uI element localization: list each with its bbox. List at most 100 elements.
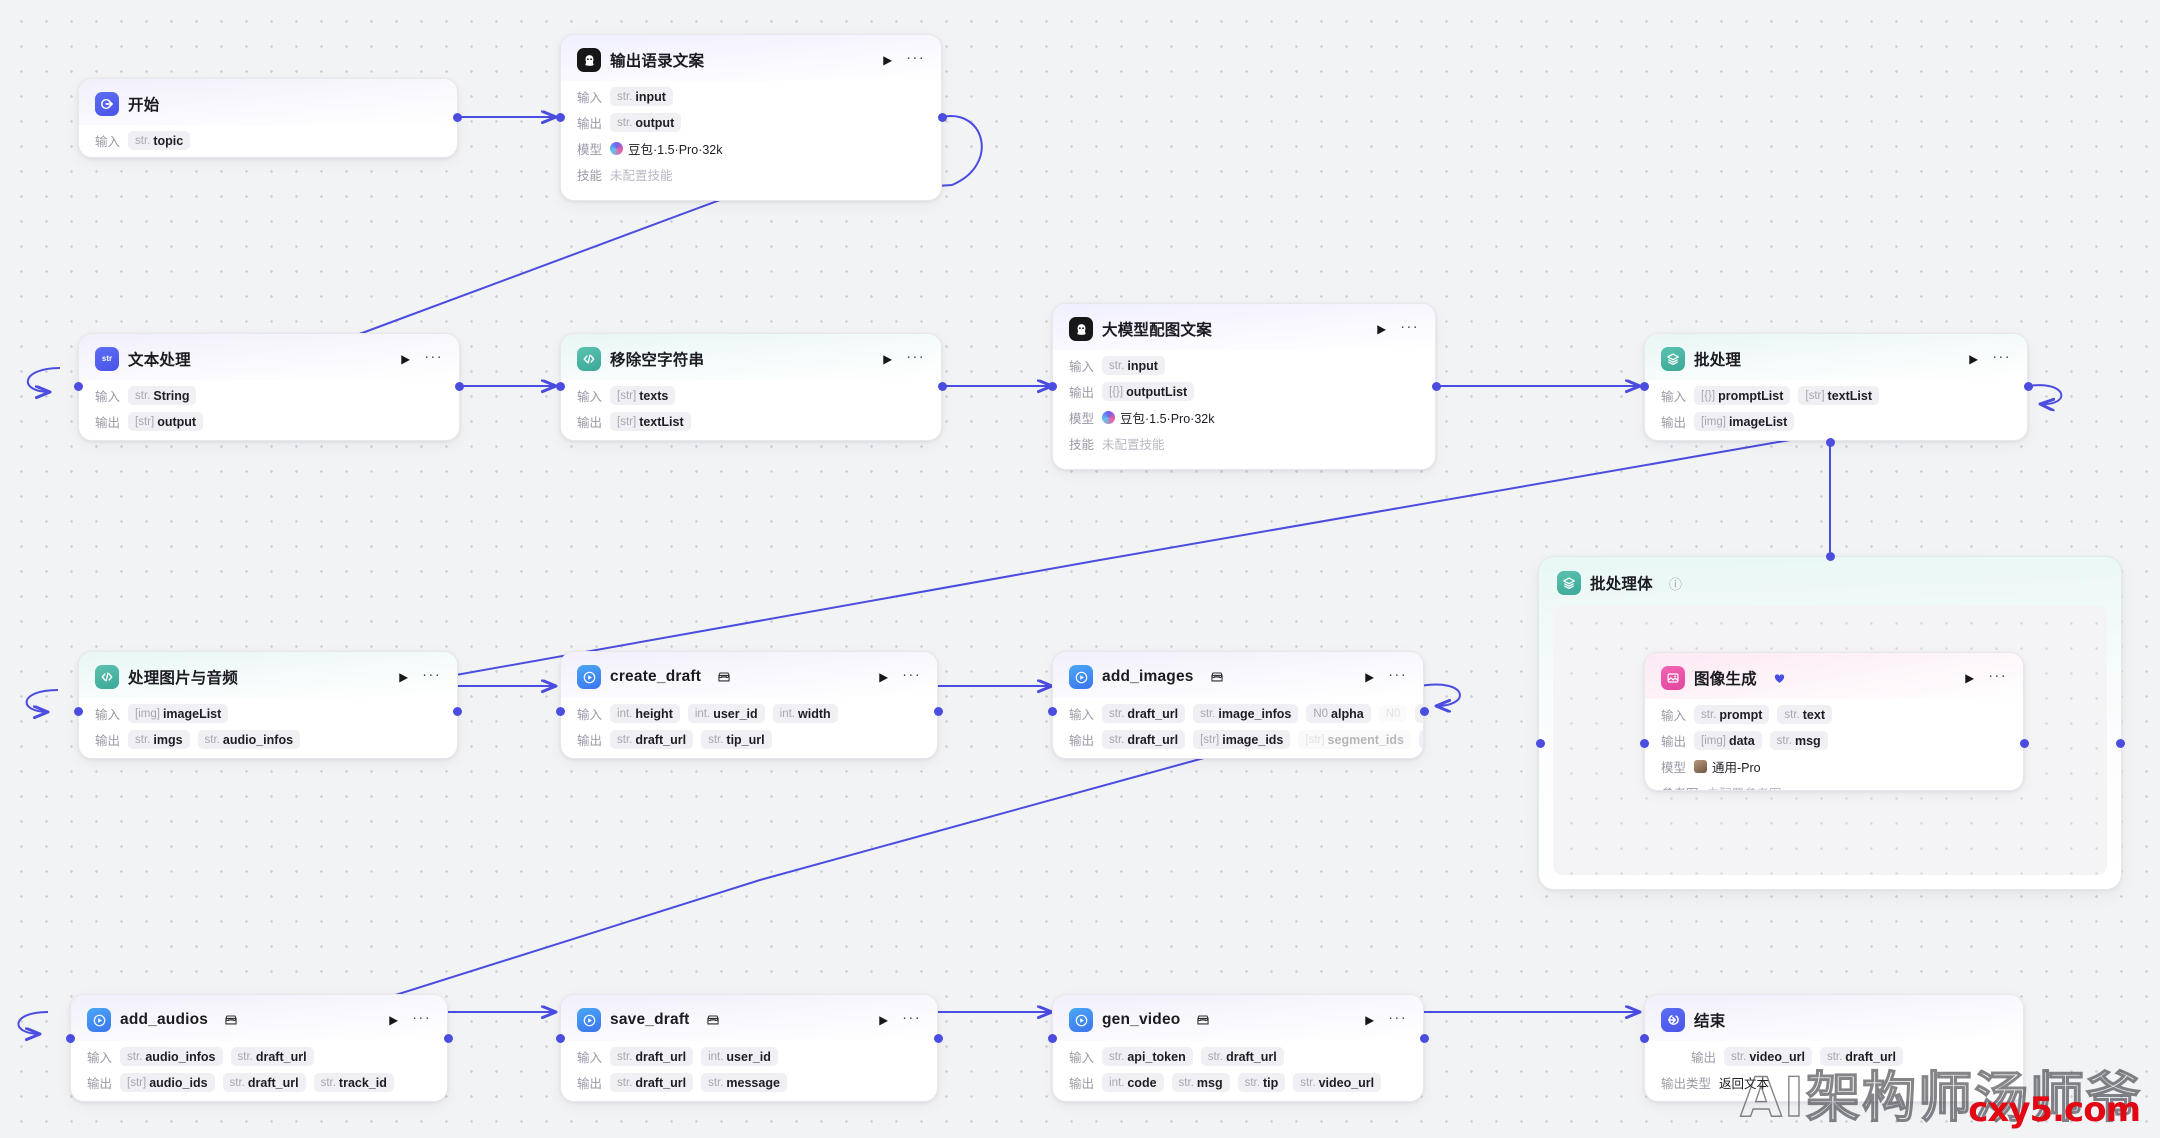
port-in-save-draft[interactable]: [556, 1034, 565, 1043]
port-in-add-images[interactable]: [1048, 707, 1057, 716]
output-type-value[interactable]: 返回文本: [1719, 1077, 1770, 1091]
port-chip[interactable]: [str]image_ids: [1193, 730, 1291, 749]
port-chip[interactable]: str.input: [1102, 356, 1165, 375]
run-icon[interactable]: ▶: [1377, 322, 1386, 336]
port-chip[interactable]: int.user_id: [701, 1047, 778, 1066]
port-chip[interactable]: str.output: [610, 113, 682, 132]
port-out-add-audios[interactable]: [444, 1034, 453, 1043]
node-batch[interactable]: 批处理 ▶ ··· 输入 [{}]promptList [str]textLis…: [1644, 333, 2028, 441]
node-add-audios[interactable]: add_audios ▶ ··· 输入 str.audio_infos str.…: [70, 994, 448, 1102]
port-chip[interactable]: str.prompt: [1694, 705, 1770, 724]
more-options-icon[interactable]: ···: [422, 666, 441, 683]
port-chip[interactable]: [{}]outputList: [1102, 382, 1195, 401]
port-in-batch[interactable]: [1640, 382, 1649, 391]
run-icon[interactable]: ▶: [389, 1013, 398, 1027]
port-in-llm-image-copy[interactable]: [1048, 382, 1057, 391]
port-in-process-img-audio[interactable]: [74, 707, 83, 716]
model-value[interactable]: 通用-Pro: [1694, 757, 1761, 776]
more-options-icon[interactable]: ···: [1388, 1009, 1407, 1026]
port-chip[interactable]: [str]textList: [610, 412, 691, 431]
port-chip[interactable]: int.code: [1102, 1073, 1164, 1092]
node-remove-empty[interactable]: 移除空字符串 ▶ ··· 输入 [str]texts 输出 [str]textL…: [560, 333, 942, 441]
more-options-icon[interactable]: ···: [906, 348, 925, 365]
port-out-create-draft[interactable]: [934, 707, 943, 716]
port-group-in[interactable]: [1536, 739, 1545, 748]
port-chip[interactable]: [str]audio_ids: [120, 1073, 215, 1092]
port-chip[interactable]: int.user_id: [687, 704, 765, 723]
port-chip[interactable]: str.draft_url: [1200, 1047, 1284, 1066]
port-chip[interactable]: str.tip_url: [701, 730, 772, 749]
more-options-icon[interactable]: ···: [902, 1009, 921, 1026]
port-chip[interactable]: [str]output: [128, 412, 204, 431]
port-out-start[interactable]: [453, 113, 462, 122]
port-chip[interactable]: str.topic: [128, 131, 191, 150]
port-in-remove-empty[interactable]: [556, 382, 565, 391]
port-chip[interactable]: str.draft_url: [610, 1047, 694, 1066]
port-chip[interactable]: [img]imageList: [1694, 412, 1795, 431]
port-chip[interactable]: [str]textList: [1798, 386, 1879, 405]
node-quote-copy[interactable]: 输出语录文案 ▶ ··· 输入 str.input 输出 str.output …: [560, 34, 942, 201]
node-process-img-audio[interactable]: 处理图片与音频 ▶ ··· 输入 [img]imageList 输出 str.i…: [78, 651, 458, 759]
heart-icon[interactable]: [1773, 672, 1786, 685]
port-chip[interactable]: str.msg: [1769, 731, 1828, 750]
port-chip[interactable]: str.draft_url: [1102, 730, 1186, 749]
port-out-batch[interactable]: [2024, 382, 2033, 391]
port-chip[interactable]: str.image_infos: [1193, 704, 1299, 723]
port-out-process-img-audio[interactable]: [453, 707, 462, 716]
port-chip-truncated[interactable]: N0: [1378, 705, 1408, 722]
port-chip[interactable]: [{}]promptList: [1694, 386, 1791, 405]
node-image-gen[interactable]: 图像生成 ▶ ··· 输入 str.prompt str.text 输出 [im…: [1644, 652, 2024, 791]
port-chip-truncated[interactable]: [str]segment_ids: [1298, 730, 1411, 749]
port-chip[interactable]: str.audio_infos: [120, 1047, 223, 1066]
port-in-add-audios[interactable]: [66, 1034, 75, 1043]
overflow-indicator[interactable]: ···: [1418, 730, 1423, 749]
port-in-quote-copy[interactable]: [556, 113, 565, 122]
port-out-remove-empty[interactable]: [938, 382, 947, 391]
port-chip[interactable]: str.draft_url: [230, 1047, 314, 1066]
port-chip[interactable]: [img]data: [1694, 731, 1762, 750]
port-chip[interactable]: int.width: [772, 704, 838, 723]
port-chip[interactable]: str.input: [610, 87, 673, 106]
run-icon[interactable]: ▶: [879, 670, 888, 684]
run-icon[interactable]: ▶: [399, 670, 408, 684]
ref-image-value[interactable]: 未配置参考图: [1707, 783, 1782, 790]
more-options-icon[interactable]: ···: [1400, 318, 1419, 335]
node-add-images[interactable]: add_images ▶ ··· 输入 str.draft_url str.im…: [1052, 651, 1424, 759]
port-out-save-draft[interactable]: [934, 1034, 943, 1043]
run-icon[interactable]: ▶: [1969, 352, 1978, 366]
node-text-process[interactable]: str 文本处理 ▶ ··· 输入 str.String 输出 [str]out…: [78, 333, 460, 441]
run-icon[interactable]: ▶: [1965, 671, 1974, 685]
port-out-text-process[interactable]: [455, 382, 464, 391]
port-chip[interactable]: str.api_token: [1102, 1047, 1193, 1066]
skill-value[interactable]: 未配置技能: [610, 169, 673, 183]
port-out-add-images[interactable]: [1420, 707, 1429, 716]
port-chip[interactable]: [str]texts: [610, 386, 676, 405]
run-icon[interactable]: ▶: [401, 352, 410, 366]
node-gen-video[interactable]: gen_video ▶ ··· 输入 str.api_token str.dra…: [1052, 994, 1424, 1102]
run-icon[interactable]: ▶: [1365, 670, 1374, 684]
port-chip[interactable]: str.String: [128, 386, 197, 405]
model-value[interactable]: 豆包·1.5·Pro·32k: [1102, 408, 1215, 427]
more-options-icon[interactable]: ···: [424, 348, 443, 365]
port-in-gen-video[interactable]: [1048, 1034, 1057, 1043]
port-out-llm-image-copy[interactable]: [1432, 382, 1441, 391]
port-chip[interactable]: str.track_id: [313, 1073, 394, 1092]
port-chip[interactable]: str.draft_url: [610, 730, 694, 749]
port-chip[interactable]: str.draft_url: [610, 1073, 694, 1092]
more-options-icon[interactable]: ···: [902, 666, 921, 683]
port-chip[interactable]: str.tip: [1237, 1073, 1286, 1092]
port-chip[interactable]: int.height: [610, 704, 680, 723]
more-options-icon[interactable]: ···: [1988, 667, 2007, 684]
port-chip[interactable]: str.video_url: [1293, 1073, 1382, 1092]
port-chip[interactable]: str.audio_infos: [197, 730, 301, 749]
node-save-draft[interactable]: save_draft ▶ ··· 输入 str.draft_url int.us…: [560, 994, 938, 1102]
node-end[interactable]: 结束 输出 str.video_url str.draft_url 输出类型 返…: [1644, 994, 2024, 1102]
port-chip[interactable]: str.message: [701, 1073, 787, 1092]
run-icon[interactable]: ▶: [883, 53, 892, 67]
run-icon[interactable]: ▶: [883, 352, 892, 366]
info-icon[interactable]: ⓘ: [1668, 576, 1682, 592]
port-group-out[interactable]: [2116, 739, 2125, 748]
port-chip[interactable]: str.text: [1777, 705, 1832, 724]
port-chip[interactable]: str.video_url: [1724, 1047, 1812, 1066]
